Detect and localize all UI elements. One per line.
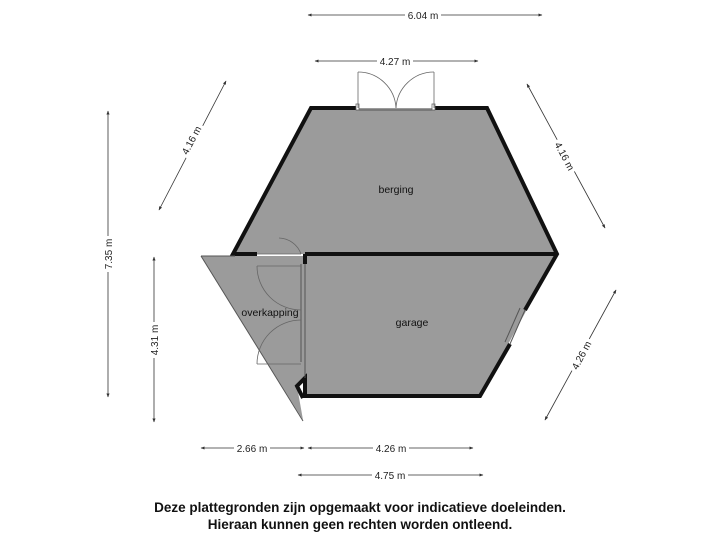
disclaimer: Deze plattegronden zijn opgemaakt voor i… [0,499,720,533]
label-berging: berging [378,184,413,196]
dim-top-inner: 4.27 m [380,57,411,68]
label-overkapping: overkapping [241,307,298,319]
disclaimer-line-1: Deze plattegronden zijn opgemaakt voor i… [154,500,566,515]
walls [229,106,560,399]
room-garage [305,254,557,396]
dim-left-overall: 7.35 m [104,239,115,270]
dim-bottom-left: 2.66 m [237,444,268,455]
dim-bottom-overall: 4.75 m [375,471,406,482]
room-overkapping [201,256,305,420]
thin-walls [200,109,526,422]
door-swings [256,237,302,365]
dim-left-inner: 4.31 m [150,325,161,356]
dim-top-overall: 6.04 m [408,11,439,22]
label-garage: garage [396,317,429,329]
room-berging [233,108,557,254]
disclaimer-line-2: Hieraan kunnen geen rechten worden ontle… [207,517,513,532]
dim-bottom-middle: 4.26 m [376,444,407,455]
french-doors-symbol [355,71,436,111]
